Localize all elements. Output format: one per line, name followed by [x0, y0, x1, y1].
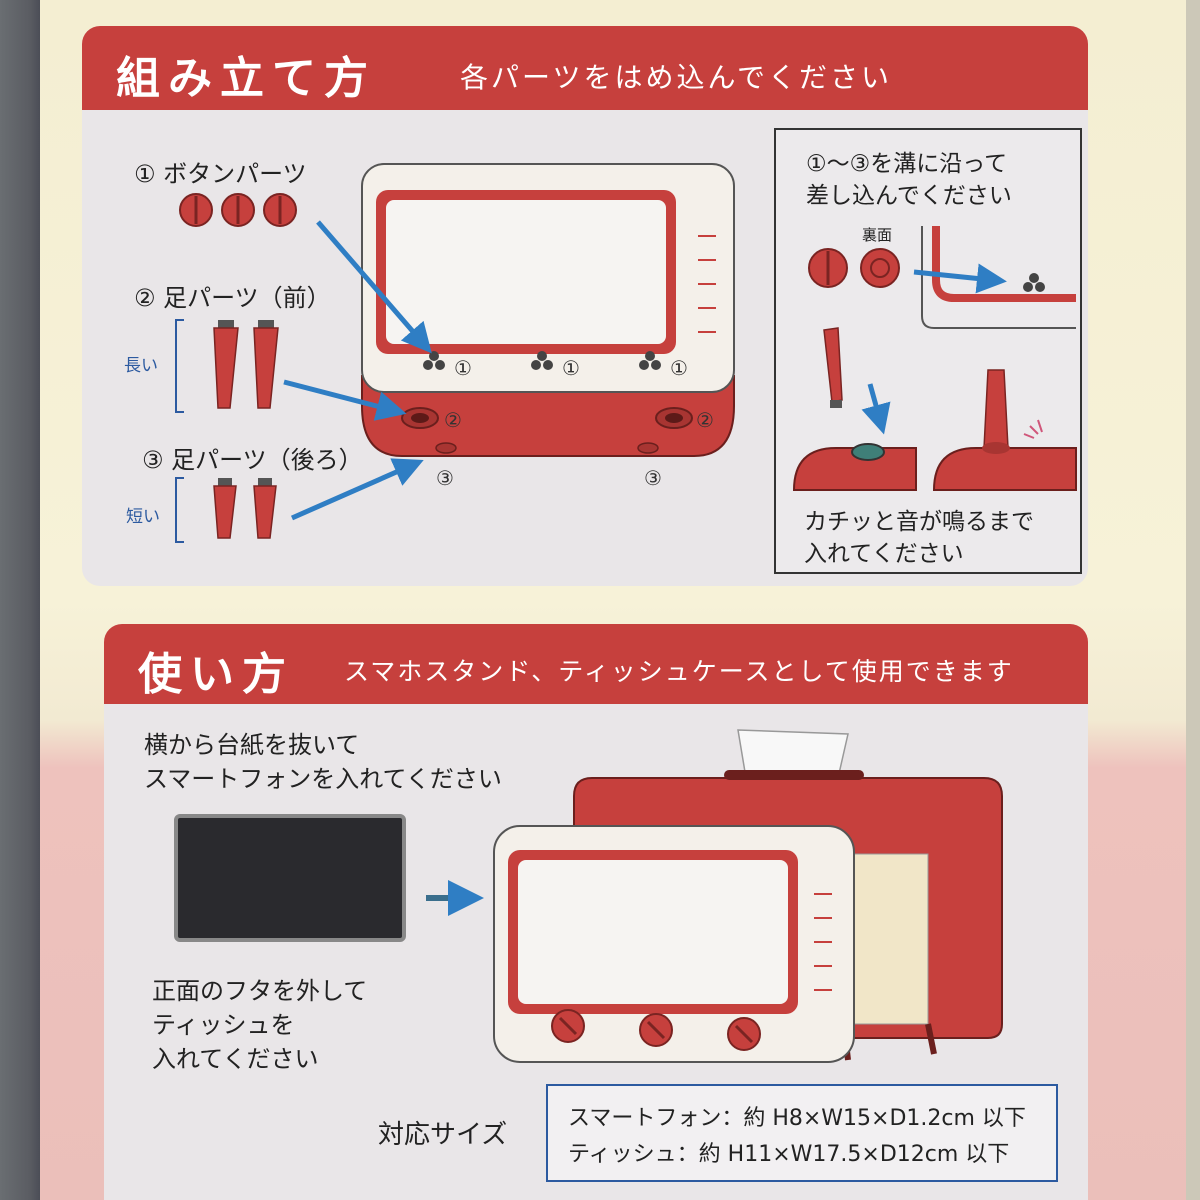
button-part-icon	[808, 248, 848, 288]
smartphone-illustration	[174, 814, 406, 942]
button-slot-icon	[1023, 273, 1045, 292]
back-side-label: 裏面	[862, 226, 893, 244]
button-part-icon	[727, 1017, 761, 1051]
button-slot-icon	[639, 351, 661, 370]
back-legs-label: ③ 足パーツ（後ろ）	[142, 446, 363, 474]
click-instruction-line1: カチッと音が鳴るまで	[804, 509, 1034, 535]
side-dial-marks	[814, 893, 832, 991]
arrow-icon	[283, 379, 407, 421]
front-legs-label: ② 足パーツ（前）	[134, 284, 331, 312]
tissue-instruction: 正面のフタを外して ティッシュを 入れてください	[152, 974, 367, 1076]
long-label: 長い	[124, 356, 158, 376]
phone-instruction-line2: スマートフォンを入れてください	[144, 765, 502, 793]
click-instruction-line2: 入れてください	[804, 541, 964, 567]
tissue-instruction-line2: ティッシュを	[152, 1011, 295, 1039]
hole-marker-2: ②	[444, 408, 462, 432]
leg-hole-back-icon	[637, 442, 659, 454]
stand-front-illustration	[361, 163, 735, 457]
side-dial-marks	[698, 235, 716, 333]
usage-header: 使い方 スマホスタンド、ティッシュケースとして使用できます	[104, 624, 1088, 704]
arrow-icon	[290, 458, 424, 521]
size-smartphone: スマートフォン：約 H8×W15×D1.2cm 以下	[568, 1106, 1026, 1131]
long-legs-illustration	[175, 319, 279, 413]
leg-hole-back-icon	[435, 442, 457, 454]
inset-instruction-line1: ①〜③を溝に沿って	[806, 151, 1008, 177]
board-edge	[1186, 0, 1200, 1200]
button-parts-label: ① ボタンパーツ	[134, 160, 307, 188]
usage-panel: 使い方 スマホスタンド、ティッシュケースとして使用できます 横から台紙を抜いて …	[104, 624, 1088, 1200]
phone-instruction-line1: 横から台紙を抜いて	[144, 731, 360, 759]
leg-insert-before	[792, 327, 917, 491]
slot-marker-1: ①	[454, 356, 472, 380]
short-leg-icon	[253, 478, 277, 539]
button-part-icon	[263, 193, 297, 227]
insert-arrow	[426, 880, 484, 916]
hole-marker-2: ②	[696, 408, 714, 432]
short-leg-icon	[213, 478, 237, 539]
long-leg-icon	[213, 320, 239, 409]
leg-hole-front-icon	[655, 407, 693, 429]
button-part-icon	[639, 1013, 673, 1047]
assembly-arrows	[283, 220, 432, 521]
long-leg-icon	[253, 320, 279, 409]
size-tissue: ティッシュ：約 H11×W17.5×D12cm 以下	[568, 1142, 1010, 1167]
button-insert-detail	[792, 226, 1077, 491]
assembly-title: 組み立て方	[116, 53, 376, 104]
assembly-panel: 組み立て方 各パーツをはめ込んでください ① ボタンパーツ ② 足パーツ（前） …	[82, 26, 1088, 586]
button-part-icon	[551, 1009, 585, 1043]
usage-title: 使い方	[138, 649, 294, 700]
inset-detail-box: ①〜③を溝に沿って 差し込んでください 裏面 カチッと音が	[774, 128, 1082, 574]
leg-insert-after	[932, 369, 1077, 491]
button-back-icon	[860, 248, 900, 288]
hole-marker-3: ③	[644, 466, 662, 490]
short-legs-illustration	[175, 477, 277, 543]
inset-instruction-line2: 差し込んでください	[806, 183, 1012, 209]
short-label: 短い	[126, 507, 160, 527]
button-slot-icon	[531, 351, 553, 370]
arrow-icon	[861, 383, 891, 435]
slot-marker-1: ①	[670, 356, 688, 380]
arrow-icon	[913, 263, 1007, 294]
button-part-icon	[221, 193, 255, 227]
size-label: 対応サイズ	[378, 1120, 508, 1150]
assembly-header: 組み立て方 各パーツをはめ込んでください	[82, 26, 1088, 110]
slot-marker-1: ①	[562, 356, 580, 380]
button-slot-icon	[423, 351, 445, 370]
button-part-icon	[179, 193, 213, 227]
tissue-instruction-line3: 入れてください	[152, 1045, 319, 1073]
phone-instruction: 横から台紙を抜いて スマートフォンを入れてください	[144, 728, 502, 796]
button-parts-illustration	[179, 193, 297, 227]
hole-marker-3: ③	[436, 466, 454, 490]
arrow-icon	[316, 220, 432, 354]
tissue-instruction-line1: 正面のフタを外して	[152, 977, 368, 1005]
tissue-case-illustration	[493, 729, 1003, 1063]
usage-subtitle: スマホスタンド、ティッシュケースとして使用できます	[344, 657, 1014, 686]
size-info-box: スマートフォン：約 H8×W15×D1.2cm 以下 ティッシュ：約 H11×W…	[546, 1084, 1058, 1182]
assembly-subtitle: 各パーツをはめ込んでください	[460, 61, 893, 94]
